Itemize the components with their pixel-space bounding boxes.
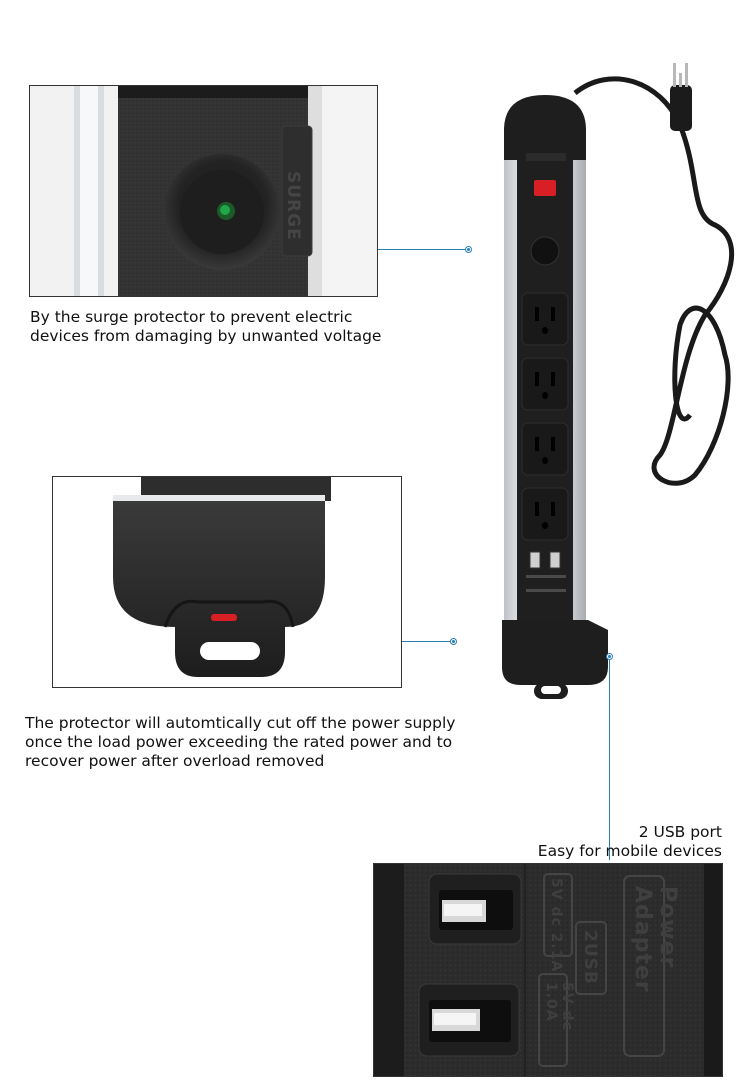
plug — [670, 85, 692, 131]
overload-caption-line-1: The protector will automtically cut off … — [25, 714, 456, 732]
usb-port-1 — [529, 551, 541, 569]
top-end-cap — [504, 95, 586, 165]
surge-indicator-light — [220, 205, 230, 215]
power-switch — [534, 180, 556, 196]
surge-caption: By the surge protector to prevent electr… — [30, 308, 381, 346]
usb-port-2 — [549, 551, 561, 569]
overload-callout-dot — [450, 638, 457, 645]
overload-caption-line-3: recover power after overload removed — [25, 752, 325, 770]
overload-caption-line-2: once the load power exceeding the rated … — [25, 733, 453, 751]
usb-caption-line-1: 2 USB port — [638, 823, 722, 841]
surge-detail-panel: SURGE — [29, 85, 378, 297]
usb-callout-dot — [606, 653, 613, 660]
usb-detail-panel: 5V dc 2.1A 5V dc 1.0A 2USB Power Adapter — [373, 863, 723, 1077]
overload-caption: The protector will automtically cut off … — [25, 714, 455, 771]
surge-caption-line-1: By the surge protector to prevent electr… — [30, 308, 353, 326]
surge-callout-line — [378, 249, 470, 250]
overload-reset-button — [211, 614, 237, 621]
outlet-group — [521, 292, 569, 541]
usb-caption: 2 USB port Easy for mobile devices — [538, 823, 722, 861]
usb-caption-line-2: Easy for mobile devices — [537, 842, 722, 860]
surge-button-label: SURGE — [283, 171, 303, 241]
usb-count-label: 2USB — [580, 930, 600, 985]
breaker-cap — [113, 501, 325, 677]
overload-callout-line — [402, 641, 456, 642]
usb-rating-top-label: 5V dc 2.1A — [548, 878, 564, 973]
bottom-end-cap — [502, 620, 608, 685]
power-adapter-label: Power Adapter — [630, 886, 680, 993]
overload-detail-panel — [52, 476, 402, 688]
overload-detail-photo — [53, 477, 401, 687]
surge-callout-dot — [465, 246, 472, 253]
usb-rating-bottom-label: 5V dc 1.0A — [543, 982, 575, 1031]
power-cord — [573, 76, 735, 486]
usb-detail-photo — [374, 864, 722, 1076]
surge-caption-line-2: devices from damaging by unwanted voltag… — [30, 327, 382, 345]
usb-callout-line — [609, 660, 610, 860]
surge-button — [530, 236, 560, 266]
power-strip-illustration — [502, 63, 735, 699]
surge-detail-photo — [30, 86, 377, 296]
